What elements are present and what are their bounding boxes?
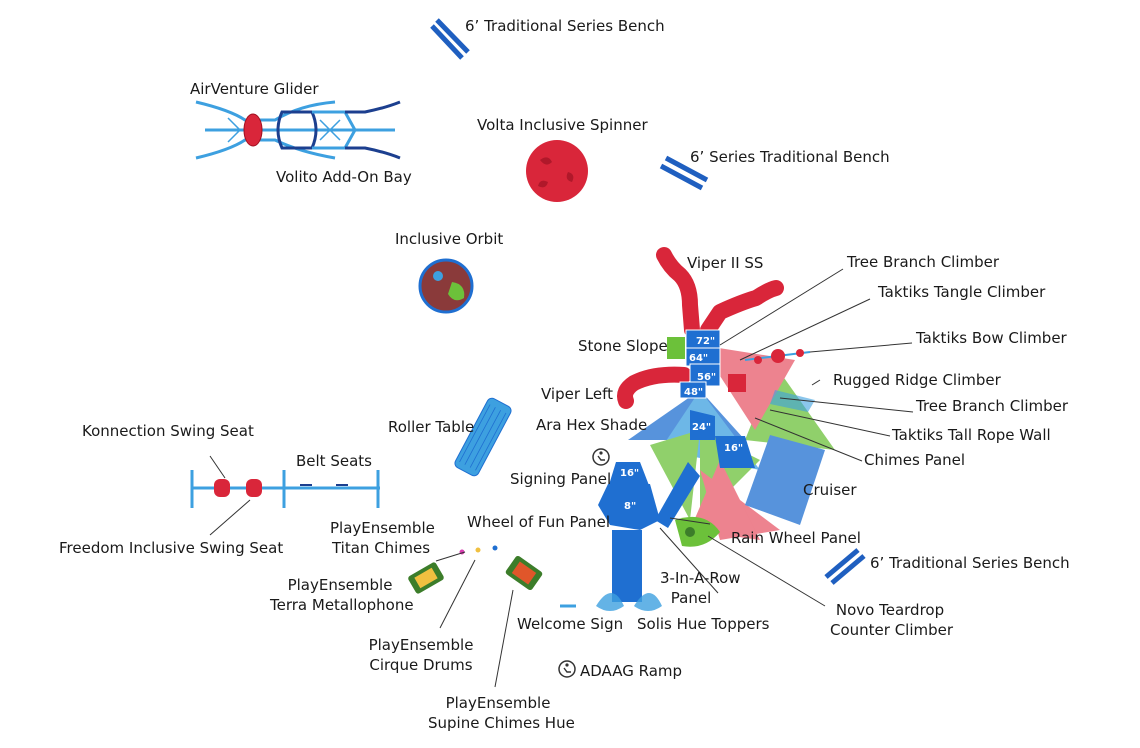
label-cruiser: Cruiser [803, 481, 857, 499]
deck-height-64: 64" [689, 353, 708, 364]
accessibility-icon [592, 448, 610, 466]
label-welcome-sign: Welcome Sign [517, 615, 624, 633]
label-tree-branch-2: Tree Branch Climber [916, 397, 1069, 415]
label-titan-chimes-line2: Titan Chimes [331, 539, 431, 557]
roller-table [454, 397, 512, 477]
label-terra-line2: Terra Metallophone [270, 596, 414, 614]
label-viper-left: Viper Left [541, 385, 614, 403]
volta-spinner [526, 140, 588, 202]
deck-height-16a: 16" [724, 443, 743, 454]
label-three-in-row: 3-In-A-Row Panel [660, 568, 741, 608]
label-adaag-ramp: ADAAG Ramp [580, 662, 683, 680]
label-bench-bottom: 6’ Traditional Series Bench [870, 554, 1070, 572]
label-taktiks-tangle: Taktiks Tangle Climber [878, 283, 1046, 301]
label-solis: Solis Hue Toppers [637, 615, 770, 633]
bench-top [430, 18, 470, 60]
label-taktiks-bow: Taktiks Bow Climber [916, 329, 1067, 347]
accessibility-icon [558, 660, 576, 678]
viper-slides [617, 247, 784, 409]
label-terra-metallophone: PlayEnsemble Terra Metallophone [270, 575, 414, 615]
deck-height-56: 56" [697, 372, 716, 383]
label-ara-hex: Ara Hex Shade [536, 416, 648, 434]
label-cirque-drums: PlayEnsemble Cirque Drums [368, 635, 474, 675]
deck-height-24: 24" [692, 422, 711, 433]
deck-height-labels: 72" 64" 56" 48" 24" 16" 16" 8" [620, 336, 743, 512]
deck-height-16b: 16" [620, 468, 639, 479]
label-cirque-line1: PlayEnsemble [368, 636, 474, 654]
label-terra-line1: PlayEnsemble [287, 576, 393, 594]
label-volito-bay: Volito Add-On Bay [276, 168, 412, 186]
label-volta-spinner: Volta Inclusive Spinner [477, 116, 648, 134]
label-stone-slope: Stone Slope [578, 337, 668, 355]
label-signing-panel: Signing Panel [510, 470, 612, 488]
label-freedom-swing: Freedom Inclusive Swing Seat [59, 539, 284, 557]
label-supine-line1: PlayEnsemble [445, 694, 551, 712]
label-titan-chimes-line1: PlayEnsemble [330, 519, 435, 537]
airventure-glider [195, 100, 401, 160]
label-three-in-row-line1: 3-In-A-Row [660, 569, 741, 587]
playensemble-terra [408, 562, 444, 594]
label-novo-line2: Counter Climber [830, 621, 954, 639]
rugged-ridge-shape [770, 390, 815, 412]
deck-height-8: 8" [624, 501, 636, 512]
label-bench-top: 6’ Traditional Series Bench [465, 17, 665, 35]
deck-height-72: 72" [696, 336, 715, 347]
playensemble-dots [459, 545, 498, 555]
play-decks [598, 329, 755, 602]
label-novo-line1: Novo Teardrop [835, 601, 945, 619]
label-taktiks-tall: Taktiks Tall Rope Wall [892, 426, 1051, 444]
label-bench-series: 6’ Series Traditional Bench [690, 148, 890, 166]
label-viper-ss: Viper II SS [687, 254, 764, 272]
label-supine-chimes: PlayEnsemble Supine Chimes Hue [428, 693, 575, 733]
label-cirque-line2: Cirque Drums [369, 656, 473, 674]
playensemble-supine [505, 555, 543, 591]
label-tree-branch-1: Tree Branch Climber [847, 253, 1000, 271]
swing-set [190, 470, 380, 508]
label-inclusive-orbit: Inclusive Orbit [395, 230, 504, 248]
bench-series [659, 155, 709, 191]
label-titan-chimes: PlayEnsemble Titan Chimes [330, 518, 435, 558]
deck-height-48: 48" [684, 387, 703, 398]
label-novo-teardrop: Novo Teardrop Counter Climber [830, 600, 954, 640]
label-chimes-panel: Chimes Panel [864, 451, 966, 469]
label-rugged-ridge: Rugged Ridge Climber [833, 371, 1001, 389]
label-rain-wheel: Rain Wheel Panel [731, 529, 861, 547]
leader-lines [209, 268, 914, 688]
stone-slope-shape [667, 337, 685, 359]
label-airventure-glider: AirVenture Glider [190, 80, 319, 98]
novo-teardrop [675, 516, 720, 547]
solis-hue-toppers [596, 593, 662, 611]
label-three-in-row-line2: Panel [670, 589, 712, 607]
inclusive-orbit [418, 258, 474, 314]
label-supine-line2: Supine Chimes Hue [428, 714, 575, 732]
bench-bottom [824, 548, 866, 585]
label-konnection-swing: Konnection Swing Seat [82, 422, 254, 440]
label-wheel-of-fun: Wheel of Fun Panel [467, 513, 611, 531]
label-belt-seats: Belt Seats [296, 452, 372, 470]
taktiks-bow [744, 349, 811, 364]
label-roller-table: Roller Table [388, 418, 475, 436]
